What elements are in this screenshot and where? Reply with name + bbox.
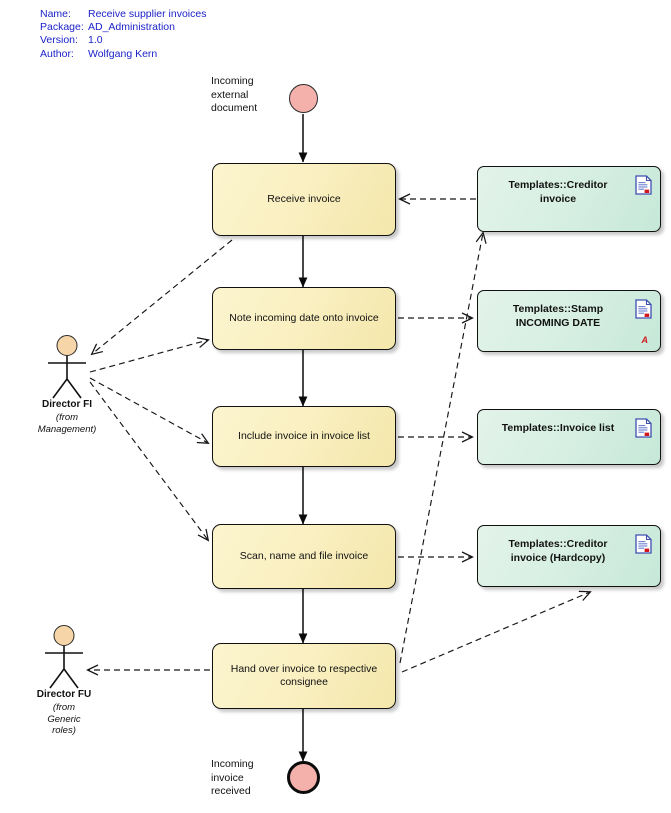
document-icon	[635, 534, 652, 554]
actor-head-icon	[53, 625, 75, 646]
actor-body-icon	[45, 646, 83, 689]
actor-from-label: (from Management)	[25, 412, 109, 435]
artifact-label: Templates::Creditor invoice (Hardcopy)	[508, 538, 608, 564]
metadata-key-name: Name:	[40, 8, 71, 20]
actor-from-line-2: Generic	[47, 713, 81, 725]
activity-hand-over-invoice[interactable]: Hand over invoice to respective consigne…	[212, 643, 396, 709]
document-icon	[635, 175, 652, 195]
activity-label: Scan, name and file invoice	[239, 550, 369, 562]
document-icon	[635, 418, 652, 438]
artifact-templates-creditor-invoice[interactable]: Templates::Creditor invoice	[477, 166, 661, 232]
metadata-value-name: Receive supplier invoices	[88, 8, 207, 20]
metadata-row-author: Author: Wolfgang Kern	[40, 48, 206, 61]
metadata-key-version: Version:	[40, 34, 78, 47]
activity-note-incoming-date[interactable]: Note incoming date onto invoice	[212, 287, 396, 350]
actor-from-line-2: Management)	[37, 423, 97, 435]
artifact-label: Templates::Stamp INCOMING DATE	[512, 303, 604, 329]
end-label-line-3: received	[211, 785, 251, 797]
metadata-row-package: Package: AD_Administration	[40, 21, 206, 34]
activity-label: Include invoice in invoice list	[238, 430, 370, 442]
actor-from-line-1: (from	[52, 702, 76, 713]
artifact-red-mark: A	[641, 335, 649, 345]
metadata-value-version: 1.0	[88, 34, 103, 47]
activity-label: Note incoming date onto invoice	[229, 312, 379, 324]
metadata-value-author: Wolfgang Kern	[88, 47, 158, 60]
metadata-key-author: Author:	[40, 47, 74, 60]
activity-label: Hand over invoice to respective consigne…	[230, 663, 378, 688]
metadata-key-package: Package:	[40, 21, 84, 34]
artifact-label: Templates::Creditor invoice	[508, 179, 608, 205]
start-label-line-3: document	[211, 102, 258, 114]
start-node-label: Incoming external document	[211, 75, 281, 116]
activity-scan-name-file-invoice[interactable]: Scan, name and file invoice	[212, 524, 396, 589]
artifact-templates-invoice-list[interactable]: Templates::Invoice list	[477, 409, 661, 465]
artifact-label: Templates::Invoice list	[501, 422, 615, 434]
actor-from-line-3: roles)	[52, 725, 76, 736]
start-label-line-1: Incoming	[211, 75, 254, 87]
end-node[interactable]	[287, 761, 320, 794]
activity-receive-invoice[interactable]: Receive invoice	[212, 163, 396, 236]
document-icon	[635, 299, 652, 319]
actor-name-label: Director FU	[36, 689, 92, 700]
metadata-value-package: AD_Administration	[88, 21, 175, 34]
end-label-line-1: Incoming	[211, 758, 254, 770]
diagram-metadata: Name: Receive supplier invoices Package: A…	[40, 8, 206, 61]
activity-include-invoice-in-list[interactable]: Include invoice in invoice list	[212, 406, 396, 467]
artifact-templates-creditor-invoice-hardcopy[interactable]: Templates::Creditor invoice (Hardcopy)	[477, 525, 661, 587]
start-node[interactable]	[289, 84, 318, 113]
end-node-label: Incoming invoice received	[211, 758, 281, 799]
end-label-line-2: invoice	[211, 771, 244, 784]
metadata-row-version: Version: 1.0	[40, 34, 206, 47]
actor-name-label: Director FI	[41, 399, 92, 410]
actor-body-icon	[48, 356, 86, 399]
actor-from-line-1: (from	[55, 412, 79, 423]
start-label-line-2: external	[211, 88, 249, 101]
artifact-templates-stamp-incoming-date[interactable]: Templates::Stamp INCOMING DATE A	[477, 290, 661, 352]
actor-head-icon	[56, 335, 78, 356]
activity-label: Receive invoice	[267, 193, 341, 205]
actor-from-label: (from Generic roles)	[22, 702, 106, 737]
metadata-row-name: Name: Receive supplier invoices	[40, 8, 206, 21]
